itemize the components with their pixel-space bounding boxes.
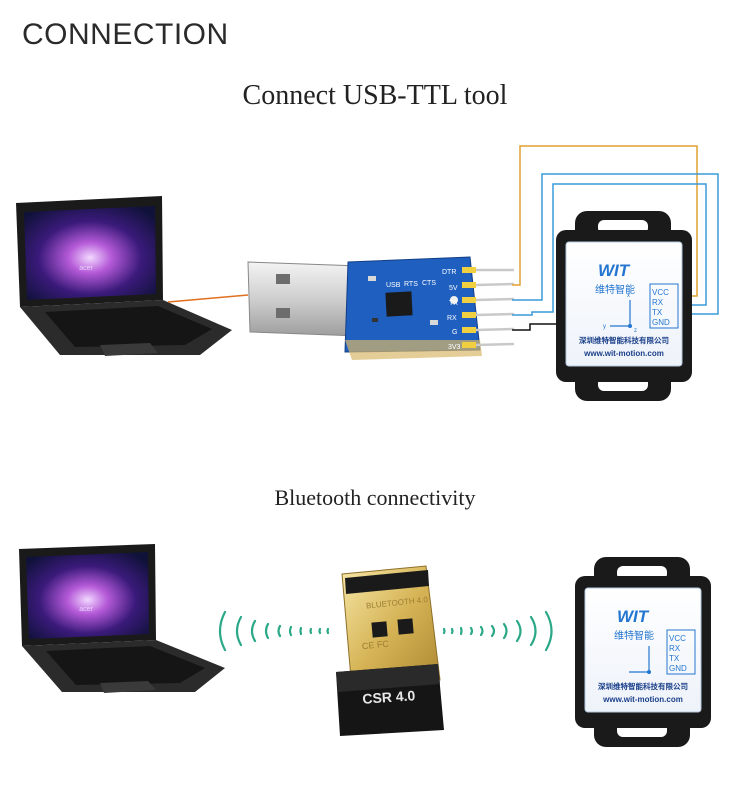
wires <box>512 145 719 331</box>
laptop-usb-section: acer <box>16 196 232 356</box>
axis-indicator: x y z <box>603 293 637 334</box>
sensor-company: 深圳维特智能科技有限公司 <box>579 335 669 345</box>
sensor-pin-vcc: VCC <box>652 288 669 297</box>
pin-label-rx: RX <box>447 315 457 322</box>
svg-text:x: x <box>627 293 630 299</box>
dongle-cert-text: CE FC <box>361 639 389 652</box>
usb-chip <box>385 291 413 317</box>
chip-label-usb: USB <box>386 282 401 289</box>
svg-text:z: z <box>634 328 637 334</box>
laptop-usb-cable <box>167 294 249 303</box>
svg-text:y: y <box>603 324 606 330</box>
laptop-brand: acer <box>79 265 93 272</box>
wire-rx <box>512 173 719 315</box>
laptop-screen <box>26 552 149 639</box>
sensor-pin-vcc: VCC <box>669 634 686 643</box>
sensor-pin-gnd: GND <box>652 318 670 327</box>
sensor-url: www.wit-motion.com <box>583 349 664 358</box>
chip-label-cts: CTS <box>422 280 436 287</box>
pin-label-dtr: DTR <box>442 269 456 276</box>
bluetooth-dongle: BLUETOOTH 4.0 CE FC CSR 4.0 <box>336 565 444 736</box>
sensor-pin-tx: TX <box>669 654 680 663</box>
header-pins <box>462 267 515 348</box>
sensor-cn-name: 维特智能 <box>614 629 654 642</box>
chip-label-rts: RTS <box>404 281 418 288</box>
wire-tx <box>512 183 707 316</box>
wit-sensor-usb: WIT 维特智能 VCC RX TX GND x y z 深圳维特智能科技有限公… <box>556 211 692 401</box>
dongle-model-text: CSR 4.0 <box>362 687 416 707</box>
sensor-pin-tx: TX <box>652 308 663 317</box>
bluetooth-waves-left <box>218 610 330 652</box>
sensor-pin-rx: RX <box>652 298 664 307</box>
wit-sensor-bluetooth: WIT 维特智能 VCC RX TX GND 深圳维特智能科技有限公司 www.… <box>575 557 711 747</box>
pin-label-5v: 5V <box>449 285 458 292</box>
usb-section-title: Connect USB-TTL tool <box>242 80 508 111</box>
pin-label-3v3: 3V3 <box>448 344 461 351</box>
axis-indicator <box>629 646 651 674</box>
bluetooth-section-title: Bluetooth connectivity <box>274 485 476 510</box>
sensor-url: www.wit-motion.com <box>602 695 683 704</box>
wire-gnd <box>512 323 556 331</box>
sensor-logo: WIT <box>598 261 631 280</box>
sensor-cn-name: 维特智能 <box>595 283 635 296</box>
wire-vcc <box>512 145 698 297</box>
laptop-bluetooth-section: acer <box>19 544 225 693</box>
laptop-brand: acer <box>79 606 93 613</box>
page-title: CONNECTION <box>22 18 229 51</box>
laptop-screen <box>24 206 156 300</box>
pin-label-tx: TX <box>449 300 458 307</box>
sensor-pin-gnd: GND <box>669 664 687 673</box>
bluetooth-waves-right <box>442 610 553 652</box>
pin-label-g: G <box>452 329 457 336</box>
sensor-logo: WIT <box>617 607 650 626</box>
sensor-pin-rx: RX <box>669 644 681 653</box>
sensor-company: 深圳维特智能科技有限公司 <box>598 681 688 691</box>
usb-ttl-adapter: USB RTS CTS DTR 5V TX RX G 3V3 <box>247 256 515 360</box>
